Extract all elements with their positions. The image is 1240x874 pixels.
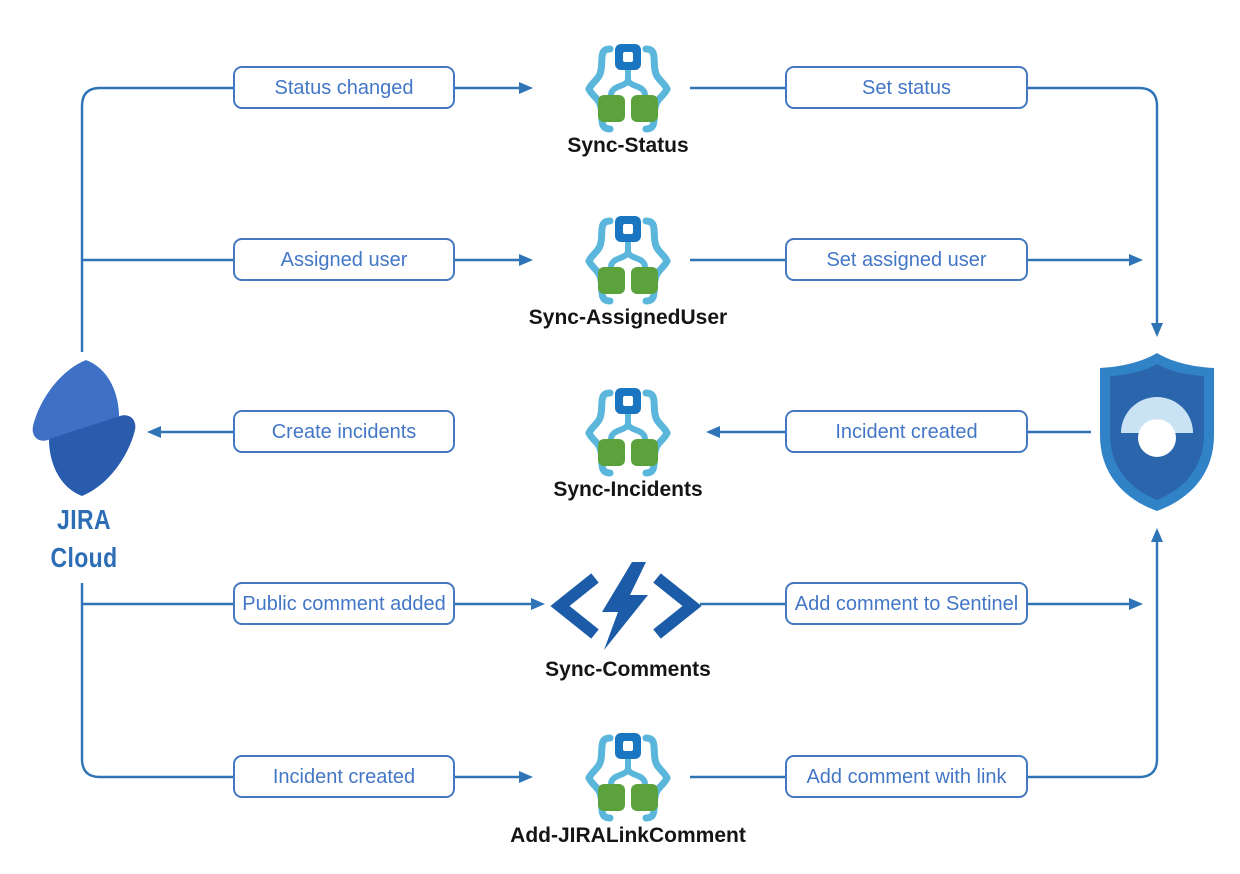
node-label-sync-comments: Sync-Comments xyxy=(545,658,711,681)
logic-app-icon xyxy=(572,43,684,135)
box-assigned-user: Assigned user xyxy=(233,238,455,281)
box-incident-created-right: Incident created xyxy=(785,410,1028,453)
sentinel-shield-icon xyxy=(1091,348,1223,516)
box-set-assigned-user: Set assigned user xyxy=(785,238,1028,281)
jira-label-line1: JIRA xyxy=(57,504,111,535)
node-label-sync-incidents: Sync-Incidents xyxy=(553,478,703,501)
jira-logo-icon xyxy=(28,358,140,498)
box-incident-created-left: Incident created xyxy=(233,755,455,798)
box-set-status: Set status xyxy=(785,66,1028,109)
logic-app-icon xyxy=(572,215,684,307)
box-status-changed: Status changed xyxy=(233,66,455,109)
box-add-comment-with-link: Add comment with link xyxy=(785,755,1028,798)
box-create-incidents: Create incidents xyxy=(233,410,455,453)
node-label-sync-status: Sync-Status xyxy=(567,134,689,157)
box-add-comment-to-sentinel: Add comment to Sentinel xyxy=(785,582,1028,625)
node-label-add-jiralinkcomment: Add-JIRALinkComment xyxy=(510,824,746,847)
box-public-comment-added: Public comment added xyxy=(233,582,455,625)
logic-app-icon xyxy=(572,387,684,479)
jira-label-line2: Cloud xyxy=(50,542,118,573)
azure-function-icon xyxy=(548,562,704,650)
logic-app-icon xyxy=(572,732,684,824)
node-label-sync-assigneduser: Sync-AssignedUser xyxy=(528,306,728,329)
